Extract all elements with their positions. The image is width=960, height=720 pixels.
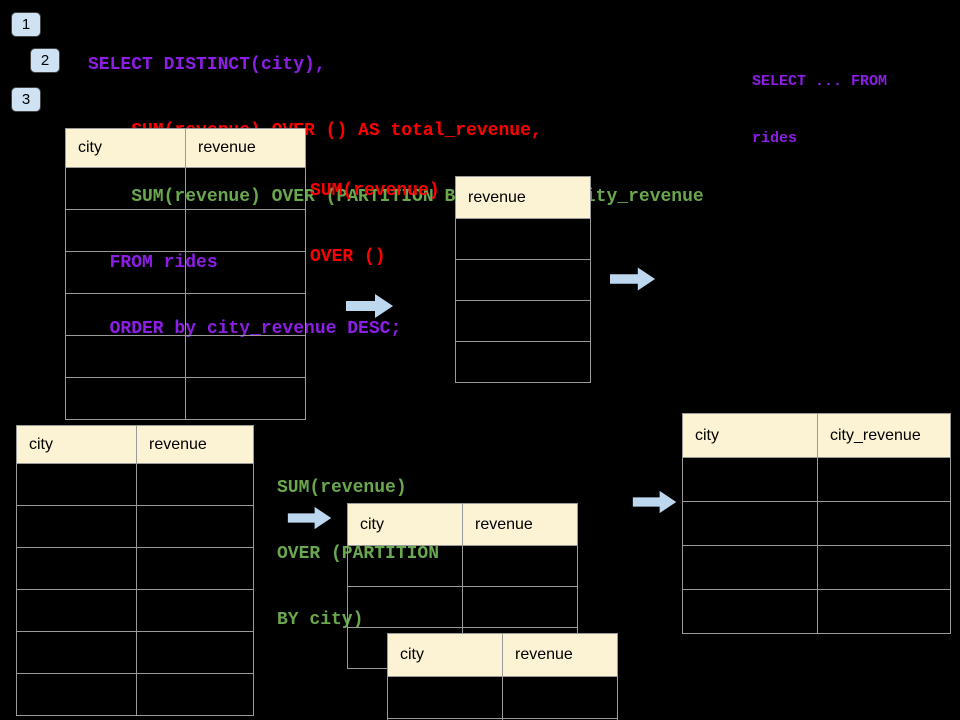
table-partition-overlay: city revenue bbox=[387, 633, 618, 720]
table-source-top: city revenue bbox=[65, 128, 306, 420]
table-partition-overlay-header-revenue: revenue bbox=[502, 633, 618, 677]
arrow-source-to-total-icon bbox=[346, 293, 394, 319]
table-row bbox=[682, 501, 951, 546]
table-row bbox=[65, 335, 306, 378]
step-badge-3: 3 bbox=[11, 87, 41, 112]
table-partition-step-header-city: city bbox=[347, 503, 463, 546]
step-badge-2: 2 bbox=[30, 48, 60, 73]
table-row bbox=[455, 218, 591, 260]
table-row bbox=[682, 545, 951, 590]
table-row bbox=[387, 676, 618, 719]
table-partition-overlay-header-city: city bbox=[387, 633, 503, 677]
table-row bbox=[347, 586, 578, 628]
table-row bbox=[455, 341, 591, 383]
sql-line-select: SELECT DISTINCT(city), bbox=[88, 55, 326, 75]
table-partition-step-header-revenue: revenue bbox=[462, 503, 578, 546]
arrow-source-to-partition-icon bbox=[287, 506, 333, 530]
table-row bbox=[16, 589, 254, 632]
table-source-bottom: city revenue bbox=[16, 425, 254, 716]
table-row bbox=[387, 718, 618, 720]
table-source-top-header-revenue: revenue bbox=[185, 128, 306, 168]
table-row bbox=[16, 463, 254, 506]
table-row bbox=[65, 377, 306, 420]
table-row bbox=[16, 673, 254, 716]
table-row bbox=[65, 167, 306, 210]
table-row bbox=[347, 545, 578, 587]
annotation-total-line-1: SUM(revenue) bbox=[310, 181, 440, 201]
annotation-over-total: SUM(revenue) OVER () bbox=[310, 136, 440, 312]
side-note-line-2: rides bbox=[752, 130, 798, 147]
table-city-result-header-city-revenue: city_revenue bbox=[817, 413, 951, 458]
table-row bbox=[455, 300, 591, 342]
table-city-revenue-result: city city_revenue bbox=[682, 413, 951, 634]
table-row bbox=[16, 505, 254, 548]
table-source-bottom-header-city: city bbox=[16, 425, 137, 464]
annotation-partition-line-1: SUM(revenue) bbox=[277, 478, 407, 498]
side-note: SELECT ... FROM rides bbox=[752, 34, 887, 186]
table-row bbox=[682, 457, 951, 502]
arrow-partition-to-result-icon bbox=[632, 490, 678, 514]
table-row bbox=[65, 293, 306, 336]
table-row bbox=[65, 251, 306, 294]
arrow-total-to-result-icon bbox=[610, 266, 656, 292]
table-source-bottom-header-revenue: revenue bbox=[136, 425, 254, 464]
table-row bbox=[16, 631, 254, 674]
table-row bbox=[455, 259, 591, 301]
table-total-revenue-result: revenue bbox=[455, 176, 591, 383]
side-note-line-1: SELECT ... FROM bbox=[752, 73, 888, 90]
table-source-top-header-city: city bbox=[65, 128, 186, 168]
annotation-total-line-2: OVER () bbox=[310, 247, 386, 267]
step-badge-1: 1 bbox=[11, 12, 41, 37]
table-total-result-header-revenue: revenue bbox=[455, 176, 591, 219]
table-row bbox=[65, 209, 306, 252]
table-row bbox=[682, 589, 951, 634]
table-city-result-header-city: city bbox=[682, 413, 818, 458]
table-row bbox=[16, 547, 254, 590]
